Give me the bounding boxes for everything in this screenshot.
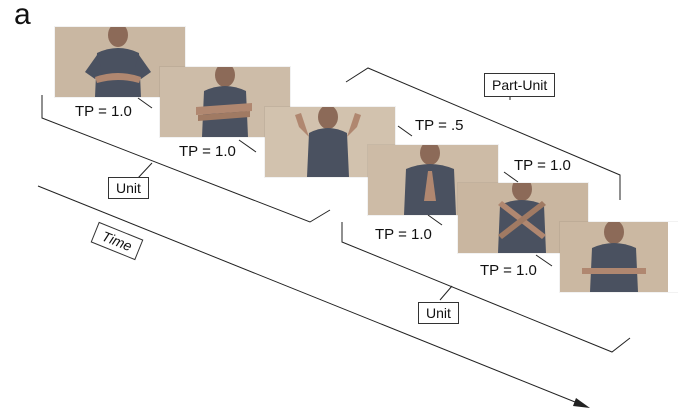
tp-tick bbox=[397, 125, 413, 137]
transition-probability-label: TP = 1.0 bbox=[179, 143, 236, 160]
unit-bracket-2-tick bbox=[439, 285, 453, 301]
tp-tick bbox=[137, 97, 153, 109]
unit-bracket-2 bbox=[341, 222, 631, 353]
unit-bracket-1 bbox=[41, 95, 331, 223]
part-unit-bracket bbox=[345, 67, 621, 200]
tp-tick bbox=[535, 254, 553, 267]
transition-probability-label: TP = 1.0 bbox=[75, 103, 132, 120]
video-frame bbox=[265, 107, 395, 177]
tp-tick bbox=[427, 214, 443, 226]
transition-probability-label: TP = 1.0 bbox=[514, 157, 571, 174]
unit-bracket-1-tick bbox=[137, 162, 153, 179]
transition-probability-label: TP = .5 bbox=[415, 117, 464, 134]
unit-label-2: Unit bbox=[418, 302, 459, 324]
tp-tick bbox=[238, 139, 257, 153]
time-arrow-line bbox=[37, 185, 581, 405]
time-arrowhead bbox=[573, 398, 590, 408]
part-unit-label: Part-Unit bbox=[484, 73, 556, 97]
tp-tick bbox=[503, 171, 519, 183]
video-frame bbox=[560, 222, 678, 292]
panel-letter: a bbox=[14, 0, 31, 31]
video-frame bbox=[458, 183, 588, 253]
transition-probability-label: TP = 1.0 bbox=[480, 262, 537, 279]
transition-probability-label: TP = 1.0 bbox=[375, 226, 432, 243]
unit-label-1: Unit bbox=[108, 177, 149, 199]
